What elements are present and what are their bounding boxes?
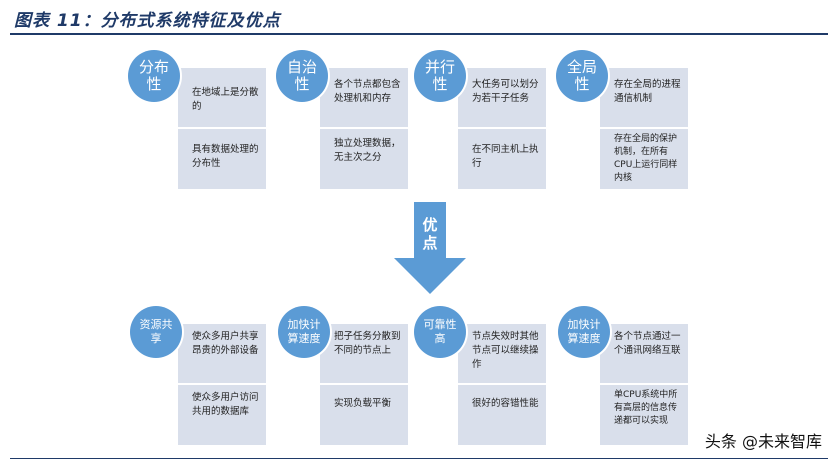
advantage-card-text-1: 各个节点通过一个通讯网络互联 <box>614 331 681 356</box>
down-arrow-icon <box>394 202 466 294</box>
feature-card-text-2: 在不同主机上执行 <box>472 144 539 169</box>
feature-circle-label: 全局 性 <box>566 58 597 93</box>
watermark: 头条 @未来智库 <box>704 432 822 451</box>
feature-card-text-2: 具有数据处理的分布性 <box>192 144 259 169</box>
advantage-circle-label: 可靠性 高 <box>423 318 457 345</box>
card-divider <box>600 383 688 385</box>
bottom-rule <box>10 458 828 459</box>
feature-circle-label: 分布 性 <box>138 58 169 93</box>
feature-circle-distribution: 分布 性 <box>128 50 180 102</box>
feature-card-globality: 存在全局的进程通信机制 存在全局的保护机制，在所有CPU上运行同样内核 <box>600 68 688 189</box>
advantage-circle-label: 加快计 算速度 <box>567 318 601 345</box>
feature-card-distribution: 在地域上是分散的 具有数据处理的分布性 <box>178 68 266 189</box>
advantage-card-text-2: 很好的容错性能 <box>472 398 539 409</box>
feature-card-autonomy: 各个节点都包含处理机和内存 独立处理数据，无主次之分 <box>320 68 408 189</box>
advantage-circle-resource-sharing: 资源共 享 <box>130 306 182 358</box>
advantage-circle-speedup: 加快计 算速度 <box>278 306 330 358</box>
feature-card-text-2: 存在全局的保护机制，在所有CPU上运行同样内核 <box>614 134 678 183</box>
advantage-card-text-2: 使众多用户访问共用的数据库 <box>192 392 259 417</box>
feature-card-text-1: 在地域上是分散的 <box>192 87 259 112</box>
advantage-circle-reliability: 可靠性 高 <box>414 306 466 358</box>
feature-circle-autonomy: 自治 性 <box>276 50 328 102</box>
feature-card-text-1: 各个节点都包含处理机和内存 <box>334 79 401 104</box>
feature-card-parallelism: 大任务可以划分为若干子任务 在不同主机上执行 <box>458 68 546 189</box>
card-divider <box>458 383 546 385</box>
feature-card-text-1: 存在全局的进程通信机制 <box>614 79 681 104</box>
feature-circle-globality: 全局 性 <box>556 50 608 102</box>
advantage-card-text-2: 实现负载平衡 <box>334 398 392 409</box>
advantage-card-text-1: 节点失效时其他节点可以继续操作 <box>472 331 539 370</box>
advantage-card-text-1: 把子任务分散到不同的节点上 <box>334 331 401 356</box>
card-divider <box>178 127 266 129</box>
advantage-card-text-2: 单CPU系统中所有高层的信息传递都可以实现 <box>614 390 678 426</box>
advantage-card-text-1: 使众多用户共享昂贵的外部设备 <box>192 331 259 356</box>
feature-card-text-2: 独立处理数据，无主次之分 <box>334 138 401 163</box>
card-divider <box>178 383 266 385</box>
card-divider <box>458 127 546 129</box>
figure-title: 图表 11：分布式系统特征及优点 <box>14 11 281 31</box>
advantage-card-communication: 各个节点通过一个通讯网络互联 单CPU系统中所有高层的信息传递都可以实现 <box>600 324 688 445</box>
feature-circle-label: 自治 性 <box>286 58 317 93</box>
card-divider <box>320 127 408 129</box>
advantage-circle-label: 加快计 算速度 <box>287 318 321 345</box>
feature-circle-label: 并行 性 <box>424 58 455 93</box>
feature-card-text-1: 大任务可以划分为若干子任务 <box>472 79 539 104</box>
card-divider <box>600 127 688 129</box>
advantage-circle-label: 资源共 享 <box>139 318 173 345</box>
card-divider <box>320 383 408 385</box>
advantage-circle-communication: 加快计 算速度 <box>558 306 610 358</box>
advantage-card-reliability: 节点失效时其他节点可以继续操作 很好的容错性能 <box>458 324 546 445</box>
advantage-card-resource-sharing: 使众多用户共享昂贵的外部设备 使众多用户访问共用的数据库 <box>178 324 266 445</box>
arrow-label: 优点 <box>422 216 438 252</box>
title-rule <box>10 33 828 35</box>
advantage-card-speedup: 把子任务分散到不同的节点上 实现负载平衡 <box>320 324 408 445</box>
feature-circle-parallelism: 并行 性 <box>414 50 466 102</box>
